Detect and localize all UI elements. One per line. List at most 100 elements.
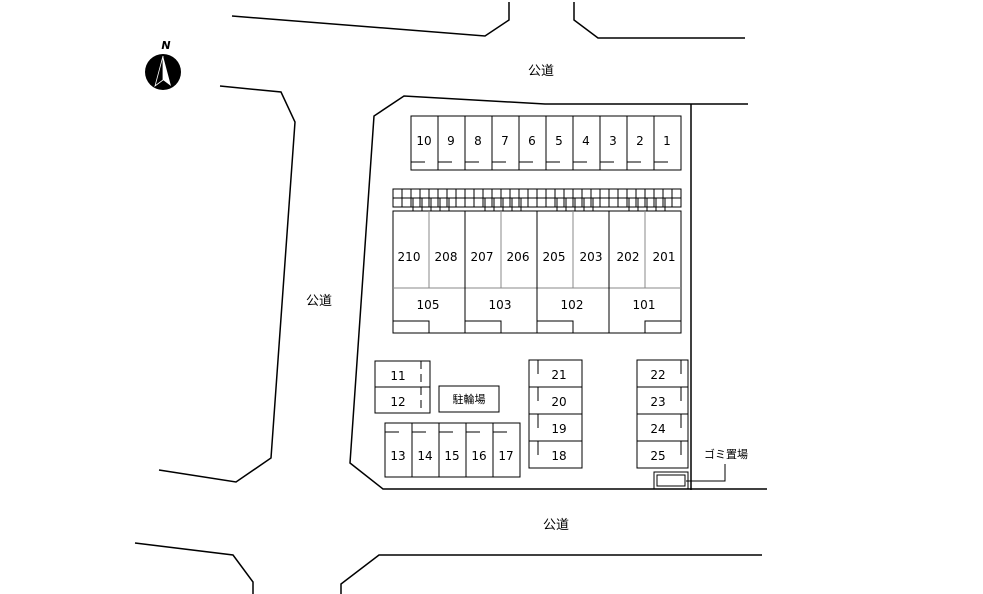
balcony-cell (419, 197, 430, 208)
balcony-cell (482, 197, 493, 208)
road-edge (134, 542, 254, 594)
bicycle-parking (438, 385, 500, 413)
balcony-cell (628, 197, 639, 208)
parking-10: 10 (416, 134, 431, 148)
road-edge (573, 2, 745, 39)
balcony-cell (518, 188, 529, 199)
balcony-cell (527, 197, 538, 208)
balcony-cell (500, 188, 511, 199)
balcony-cell (662, 197, 673, 208)
balcony-cell (554, 197, 565, 208)
balcony-cell (545, 197, 556, 208)
lot-boundary (349, 95, 767, 490)
right-parking (636, 359, 689, 469)
balcony-cell (637, 197, 648, 208)
parking-8: 8 (474, 134, 482, 148)
bottom-parking (384, 422, 521, 478)
balcony-cell (428, 197, 439, 208)
balcony-cell (581, 188, 592, 199)
parking-25: 25 (650, 449, 665, 463)
garbage-label: ゴミ置場 (704, 447, 748, 461)
unit-205: 205 (543, 250, 566, 264)
balcony-cell (536, 188, 547, 199)
road-label-south: 公道 (543, 518, 569, 533)
balcony-cell (635, 197, 646, 208)
parking-24: 24 (650, 422, 665, 436)
balcony-cell (455, 197, 466, 208)
balcony-cell (464, 188, 475, 199)
balcony-cell (646, 197, 657, 208)
balcony-cell (401, 197, 412, 208)
unit-203: 203 (580, 250, 603, 264)
middle-parking (528, 359, 583, 469)
balcony-cell (662, 188, 673, 199)
unit-105: 105 (417, 298, 440, 312)
parking-3: 3 (609, 134, 617, 148)
compass-label: N (161, 39, 170, 52)
parking-21: 21 (551, 368, 566, 382)
balcony-cell (446, 188, 457, 199)
parking-17: 17 (498, 449, 513, 463)
parking-5: 5 (555, 134, 563, 148)
road-edge (231, 2, 510, 37)
garbage-area (653, 464, 726, 490)
balcony-cell (671, 188, 682, 199)
balcony-cell (554, 188, 565, 199)
balcony-cell (599, 188, 610, 199)
balcony-cell (392, 197, 403, 208)
balcony-cell (437, 197, 448, 208)
balcony-cell (412, 197, 423, 208)
parking-15: 15 (444, 449, 459, 463)
balcony-cell (410, 188, 421, 199)
balcony-cell (536, 197, 547, 208)
balcony-cell (563, 188, 574, 199)
parking-6: 6 (528, 134, 536, 148)
left-parking (374, 360, 431, 414)
balcony-cell (509, 188, 520, 199)
balcony-cell (464, 197, 475, 208)
balcony-cell (419, 188, 430, 199)
parking-1: 1 (663, 134, 671, 148)
balcony-cell (653, 197, 664, 208)
balcony-cell (626, 197, 637, 208)
balcony-cell (583, 197, 594, 208)
unit-208: 208 (435, 250, 458, 264)
balcony-cell (527, 188, 538, 199)
unit-102: 102 (561, 298, 584, 312)
parking-23: 23 (650, 395, 665, 409)
balcony-cell (455, 188, 466, 199)
balcony-cell (473, 197, 484, 208)
balcony-cell (509, 197, 520, 208)
road-label-north: 公道 (528, 64, 554, 79)
parking-22: 22 (650, 368, 665, 382)
balcony-cell (653, 188, 664, 199)
balcony-cell (502, 197, 513, 208)
unit-103: 103 (489, 298, 512, 312)
balcony-cell (556, 197, 567, 208)
parking-18: 18 (551, 449, 566, 463)
balcony-cell (671, 197, 682, 208)
balcony-cell (626, 188, 637, 199)
balcony-cell (518, 197, 529, 208)
balcony-cell (491, 197, 502, 208)
balcony-cell (401, 188, 412, 199)
balcony-cell (599, 197, 610, 208)
parking-19: 19 (551, 422, 566, 436)
balcony-cell (392, 188, 403, 199)
balcony-cell (430, 197, 441, 208)
balcony-cell (439, 197, 450, 208)
balcony-cell (428, 188, 439, 199)
parking-20: 20 (551, 395, 566, 409)
balcony-cell (617, 197, 628, 208)
unit-101: 101 (633, 298, 656, 312)
balcony-cell (590, 188, 601, 199)
parking-13: 13 (390, 449, 405, 463)
balcony-cell (511, 197, 522, 208)
balcony-cell (572, 197, 583, 208)
balcony-cell (410, 197, 421, 208)
parking-7: 7 (501, 134, 509, 148)
north-arrow-icon: N (145, 39, 181, 90)
balcony-cell (644, 188, 655, 199)
top-parking (410, 115, 682, 171)
